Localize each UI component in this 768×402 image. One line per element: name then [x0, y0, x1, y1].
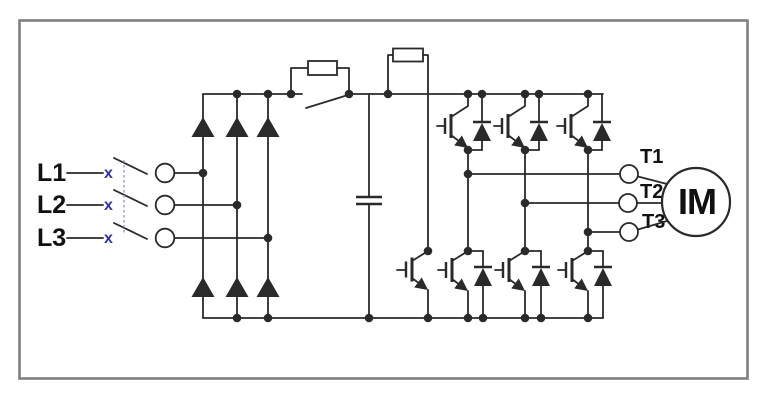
junction-dot	[534, 89, 544, 99]
junction-dot	[583, 227, 593, 237]
switch-blade-icon	[113, 189, 148, 207]
junction-dot	[383, 89, 393, 99]
junction-dot	[344, 89, 354, 99]
junction-dot	[232, 313, 242, 323]
junction-dot	[583, 89, 593, 99]
junction-dot	[232, 200, 242, 210]
igbt-emitter-wire	[508, 278, 526, 292]
brake-resistor-icon	[392, 47, 424, 63]
junction-dot	[463, 169, 473, 179]
fuse-circle-icon	[154, 194, 176, 216]
diagram-border	[18, 19, 749, 380]
junction-dot	[520, 198, 530, 208]
dc-link-capacitor	[356, 93, 382, 319]
junction-dot	[583, 145, 593, 155]
inverter-high-side	[436, 93, 611, 151]
junction-dot	[263, 89, 273, 99]
terminal-label-t1: T1	[640, 146, 663, 168]
junction-dot	[477, 89, 487, 99]
diode-icon	[191, 277, 215, 297]
igbt-diode-pair-u1	[436, 93, 491, 151]
junction-dot	[583, 313, 593, 323]
motor-label: IM	[678, 181, 716, 222]
junction-dot	[286, 89, 296, 99]
diode-icon	[191, 117, 215, 137]
output-stage: T1 T2 T3 IM	[467, 146, 732, 242]
phase-label-l1: L1	[37, 159, 66, 187]
precharge-circuit	[290, 60, 350, 109]
junction-dot	[583, 246, 593, 256]
igbt-diode-pair-l1	[437, 250, 492, 319]
igbt-emitter-wire	[411, 277, 429, 291]
wire	[290, 67, 309, 95]
wire	[422, 54, 429, 252]
junction-dot	[520, 246, 530, 256]
junction-dot	[520, 89, 530, 99]
junction-dots	[198, 89, 593, 323]
switch-blade-icon	[113, 222, 148, 240]
wire	[387, 54, 394, 95]
input-stage: L1 x L2 x L3 x	[37, 157, 269, 252]
terminal-circle-t2	[618, 193, 638, 213]
disconnect-x-mark: x	[104, 230, 113, 247]
diode-icon	[225, 117, 249, 137]
junction-dot	[463, 145, 473, 155]
junction-dot	[463, 313, 473, 323]
igbt-emitter-wire	[571, 278, 589, 292]
diode-icon	[474, 268, 492, 286]
diode-icon	[473, 123, 491, 141]
precharge-resistor-icon	[307, 60, 338, 76]
igbt-emitter-wire	[507, 134, 525, 149]
terminal-circle-t1	[619, 164, 639, 184]
junction-dot	[232, 89, 242, 99]
diode-icon	[532, 268, 550, 286]
junction-dot	[198, 168, 208, 178]
diode-icon	[256, 277, 280, 297]
igbt-emitter-wire	[450, 134, 468, 149]
phase-label-l2: L2	[37, 191, 66, 219]
diode-icon	[225, 277, 249, 297]
fuse-circle-icon	[154, 162, 176, 184]
junction-dot	[423, 246, 433, 256]
bypass-switch-blade-icon	[305, 94, 349, 109]
diode-icon	[593, 123, 611, 141]
switch-blade-icon	[113, 157, 148, 175]
junction-dot	[478, 313, 488, 323]
junction-dot	[520, 313, 530, 323]
disconnect-x-mark: x	[104, 165, 113, 182]
motor-lead-wire	[637, 220, 668, 231]
junction-dot	[463, 89, 473, 99]
motor-lead-wire	[637, 175, 668, 185]
phase-label-l3: L3	[37, 224, 66, 252]
junction-dot	[263, 233, 273, 243]
junction-dot	[263, 313, 273, 323]
junction-dot	[423, 313, 433, 323]
igbt-emitter-wire	[570, 134, 588, 149]
diode-icon	[594, 268, 612, 286]
junction-dot	[463, 246, 473, 256]
junction-dot	[520, 145, 530, 155]
igbt-diode-pair-u3	[556, 93, 611, 151]
diode-icon	[256, 117, 280, 137]
diode-icon	[530, 123, 548, 141]
brake-resistor-circuit	[387, 47, 429, 252]
junction-dot	[364, 313, 374, 323]
fuse-circle-icon	[154, 227, 176, 249]
junction-dot	[536, 313, 546, 323]
wire	[336, 67, 350, 95]
terminal-circle-t3	[619, 222, 639, 242]
igbt-emitter-wire	[451, 278, 469, 292]
disconnect-x-mark: x	[104, 197, 113, 214]
terminal-label-t2: T2	[640, 181, 663, 203]
induction-motor-circle	[660, 166, 732, 238]
